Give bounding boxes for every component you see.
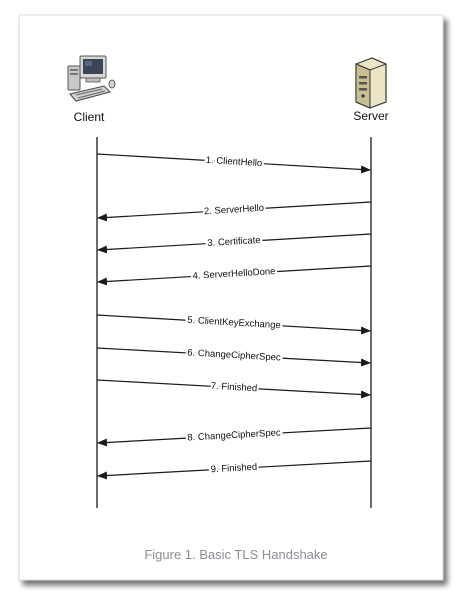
desktop-computer-icon: [67, 55, 116, 102]
message-label-1: 1. ClientHello: [205, 155, 262, 169]
server-tower-icon: [355, 57, 387, 109]
message-arrow-6: [96, 347, 371, 367]
message-arrow-8: [97, 427, 372, 447]
message-arrow-9: [97, 460, 372, 480]
server-label: Server: [353, 109, 388, 123]
client-label: Client: [74, 110, 105, 124]
message-arrow-2: [97, 201, 372, 222]
message-label-3: 3. Certificate: [207, 235, 261, 249]
message-label-7: 7. Finished: [210, 381, 257, 395]
figure-caption: Figure 1. Basic TLS Handshake: [144, 547, 327, 562]
message-arrow-7: [96, 379, 371, 399]
message-arrow-4: [97, 265, 372, 286]
message-arrow-5: [96, 314, 371, 335]
message-arrow-1: [96, 153, 371, 174]
figure-frame: [18, 14, 444, 581]
message-label-9: 9. Finished: [210, 462, 257, 476]
message-arrow-3: [97, 233, 372, 254]
